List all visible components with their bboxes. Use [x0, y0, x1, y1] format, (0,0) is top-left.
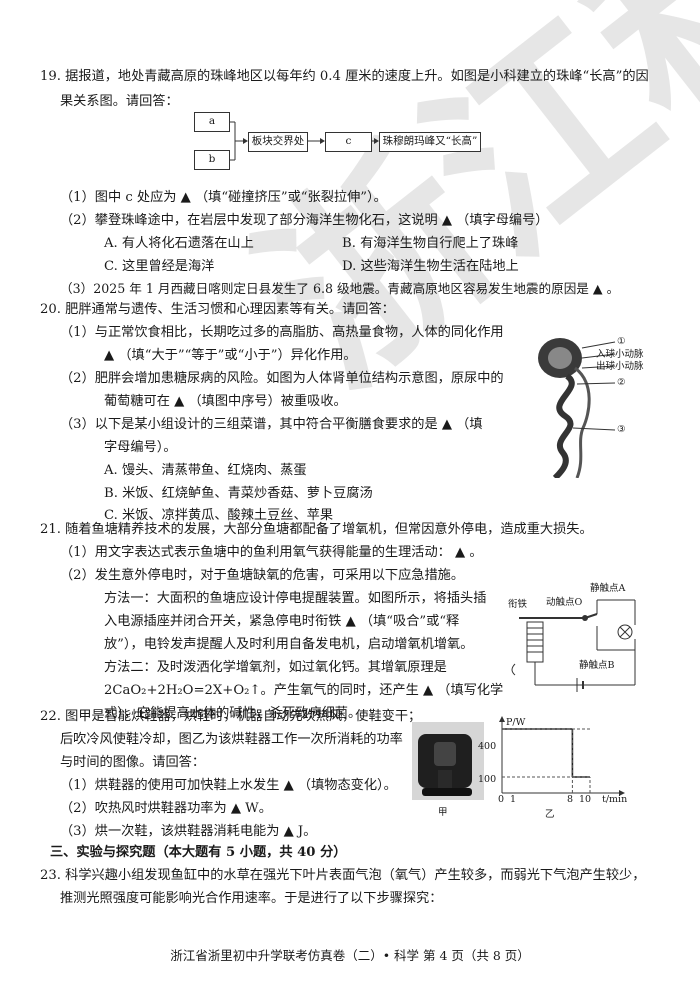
chart-xtick-8: 8: [567, 794, 574, 805]
q20-part1-line1: （1）与正常饮食相比，长期吃过多的高脂肪、高热量食物，人体的同化作用: [60, 325, 504, 340]
diagram-box-a: a: [194, 112, 230, 132]
q21-method1-line2: 入电源插座并闭合开关，紧急停电时衔铁 ▲ （填“吸合”或“释: [104, 614, 460, 629]
q21-part1: （1）用文字表达式表示鱼塘中的鱼利用氧气获得能量的生理活动： ▲ 。: [60, 545, 483, 560]
diagram-box-c: c: [325, 132, 372, 152]
q19-option-c: C. 这里曾经是海洋: [104, 259, 215, 274]
q19-option-b: B. 有海洋生物自行爬上了珠峰: [342, 236, 519, 251]
q19-part1: （1）图中 c 处应为 ▲ （填“碰撞挤压”或“张裂拉伸”）。: [60, 190, 387, 205]
q20-option-a: A. 馒头、清蒸带鱼、红烧肉、蒸蛋: [104, 463, 307, 478]
q19-option-d: D. 这些海洋生物生活在陆地上: [342, 259, 519, 274]
nephron-label-in: 入球小动脉: [596, 349, 644, 360]
q20-part1-line2: ▲ （填“大于”“等于”或“小于”）异化作用。: [104, 348, 357, 363]
nephron-label-1: ①: [617, 336, 626, 347]
q22-part1: （1）烘鞋器的使用可加快鞋上水发生 ▲ （填物态变化）。: [60, 778, 397, 793]
circuit-label-static-a: 静触点A: [590, 583, 626, 594]
q20-stem: 20. 肥胖通常与遗传、生活习惯和心理因素等有关。请回答：: [40, 302, 395, 317]
q22-stem-line1: 22. 图甲是智能烘鞋器，烘鞋时，机器自动先吹热风，使鞋变干；: [40, 709, 422, 724]
circuit-diagram: [511, 599, 636, 692]
nephron-label-out: 出球小动脉: [596, 361, 644, 372]
circuit-label-moving: 动触点O: [546, 597, 583, 608]
diagram-box-b: b: [194, 150, 230, 170]
q19-flow-diagram: [227, 121, 379, 161]
q19-option-a: A. 有人将化石遗落在山上: [104, 236, 254, 251]
chart-ylabel: P/W: [506, 717, 526, 728]
q20-part3-line2: 字母编号）。: [104, 440, 177, 455]
chart-xtick-10: 10: [579, 794, 592, 805]
q22-stem-line2: 后吹冷风使鞋冷却，图乙为该烘鞋器工作一次所消耗的功率: [60, 732, 403, 747]
nephron-label-2: ②: [617, 377, 626, 388]
q23-stem-line2: 推测光照强度可能影响光合作用速率。于是进行了以下步骤探究：: [60, 891, 443, 906]
chart-ytick-100: 100: [478, 774, 497, 785]
diagram-box-plate: 板块交界处: [248, 132, 308, 152]
q22-part3: （3）烘一次鞋，该烘鞋器消耗电能为 ▲ J。: [60, 824, 317, 839]
q19-stem-line2: 果关系图。请回答：: [60, 94, 179, 109]
q19-part2: （2）攀登珠峰途中，在岩层中发现了部分海洋生物化石，这说明 ▲ （填字母编号）: [60, 213, 549, 228]
q21-part2: （2）发生意外停电时，对于鱼塘缺氧的危害，可采用以下应急措施。: [60, 568, 465, 583]
nephron-label-3: ③: [617, 424, 626, 435]
section3-title: 三、实验与探究题（本大题有 5 小题，共 40 分）: [50, 845, 347, 860]
q21-method2-line1: 方法二：及时泼洒化学增氧剂，如过氧化钙。其增氧原理是: [104, 660, 447, 675]
shoe-dryer-photo: [412, 722, 484, 800]
q20-part3-line1: （3）以下是某小组设计的三组菜谱，其中符合平衡膳食要求的是 ▲ （填: [60, 417, 483, 432]
q22-part2: （2）吹热风时烘鞋器功率为 ▲ W。: [60, 801, 272, 816]
chart-xtick-0: 0: [498, 794, 505, 805]
page-footer: 浙江省浙里初中升学联考仿真卷（二）• 科学 第 4 页（共 8 页）: [170, 948, 530, 963]
chart-ytick-400: 400: [478, 741, 497, 752]
circuit-label-armature: 衔铁: [508, 599, 528, 610]
q19-part3: （3）2025 年 1 月西藏日喀则定日县发生了 6.8 级地震。青藏高原地区容…: [60, 281, 620, 296]
q20-option-b: B. 米饭、红烧鲈鱼、青菜炒香菇、萝卜豆腐汤: [104, 486, 373, 501]
chart-xtick-1: 1: [510, 794, 517, 805]
power-time-chart: [499, 716, 625, 796]
q21-method2-line2: 2CaO₂+2H₂O=2X+O₂↑。产生氧气的同时，还产生 ▲ （填写化学: [104, 683, 504, 698]
q21-method1-line3: 放”），电铃发声提醒人及时利用自备发电机，启动增氧机增氧。: [104, 637, 474, 652]
q23-stem-line1: 23. 科学兴趣小组发现鱼缸中的水草在强光下叶片表面气泡（氧气）产生较多，而弱光…: [40, 868, 646, 883]
chart-xlabel: t/min: [602, 794, 628, 805]
figure-yi-label: 乙: [545, 809, 555, 820]
q21-stem: 21. 随着鱼塘精养技术的发展，大部分鱼塘都配备了增氧机，但常因意外停电，造成重…: [40, 522, 593, 537]
q22-stem-line3: 与时间的图像。请回答：: [60, 755, 206, 770]
figure-jia-label: 甲: [438, 807, 448, 818]
nephron-diagram: [538, 338, 616, 478]
q19-stem-line1: 19. 据报道，地处青藏高原的珠峰地区以每年约 0.4 厘米的速度上升。如图是小…: [40, 69, 649, 84]
q21-method2-line3: 式），它能提高水体的碱性，杀死致病细菌。: [104, 706, 362, 721]
q20-option-c: C. 米饭、凉拌黄瓜、酸辣土豆丝、苹果: [104, 508, 334, 523]
q20-part2-line1: （2）肥胖会增加患糖尿病的风险。如图为人体肾单位结构示意图，原尿中的: [60, 371, 504, 386]
q21-method1-line1: 方法一：大面积的鱼塘应设计停电提醒装置。如图所示，将插头插: [104, 591, 487, 606]
diagram-box-result: 珠穆朗玛峰又“长高”: [379, 132, 481, 152]
circuit-label-static-b: 静触点B: [579, 660, 615, 671]
q20-part2-line2: 葡萄糖可在 ▲ （填图中序号）被重吸收。: [104, 394, 347, 409]
